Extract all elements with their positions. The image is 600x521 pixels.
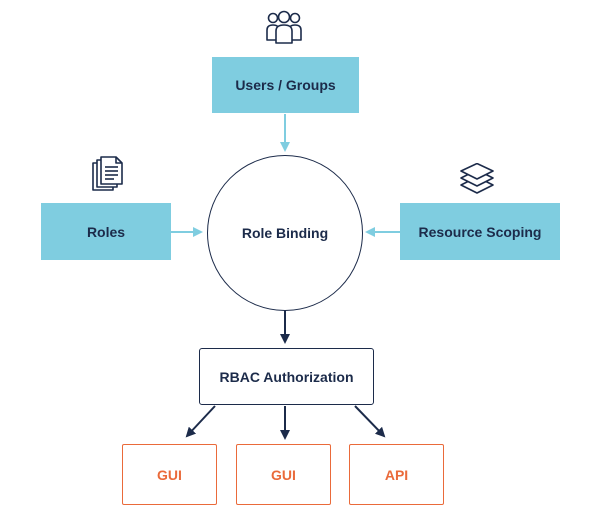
role-binding-circle: Role Binding: [207, 155, 363, 311]
output-label-3: API: [384, 466, 409, 483]
output-box-gui-2: GUI: [236, 444, 331, 505]
rbac-authorization-box: RBAC Authorization: [199, 348, 374, 405]
output-box-api: API: [349, 444, 444, 505]
roles-label: Roles: [86, 223, 126, 240]
roles-box: Roles: [41, 203, 171, 260]
users-groups-box: Users / Groups: [212, 57, 359, 113]
resource-scoping-label: Resource Scoping: [418, 223, 542, 240]
rbac-authorization-label: RBAC Authorization: [219, 368, 354, 385]
output-box-gui-1: GUI: [122, 444, 217, 505]
users-groups-label: Users / Groups: [235, 77, 336, 93]
arrow-rbac-to-output-3: [354, 405, 386, 438]
document-stack-icon: [92, 156, 123, 191]
layers-icon: [460, 163, 494, 194]
users-group-icon: [266, 10, 302, 44]
arrow-rbac-to-output-1: [185, 405, 216, 438]
output-label-2: GUI: [271, 466, 296, 483]
output-label-1: GUI: [157, 466, 182, 483]
resource-scoping-box: Resource Scoping: [400, 203, 560, 260]
role-binding-label: Role Binding: [241, 225, 329, 241]
